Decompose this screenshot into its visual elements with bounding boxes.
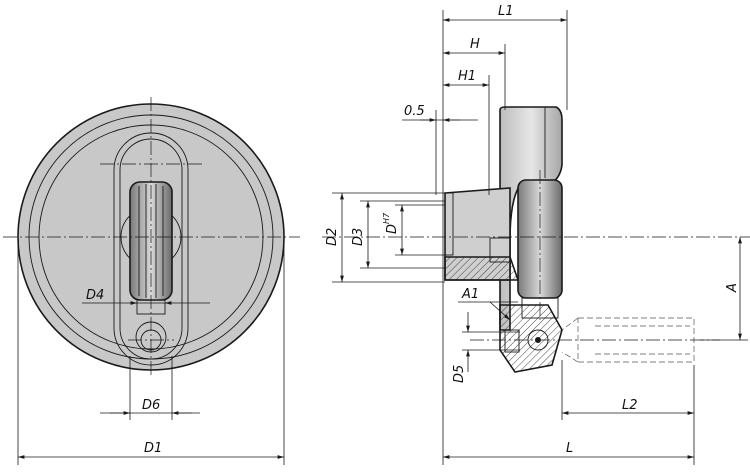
label-D: D xyxy=(385,224,400,234)
label-D2: D2 xyxy=(325,228,340,246)
front-view: D4 D6 D1 xyxy=(3,97,300,465)
label-D1: D1 xyxy=(144,441,162,456)
label-D4: D4 xyxy=(86,288,104,303)
label-L1: L1 xyxy=(498,4,514,19)
label-D3: D3 xyxy=(351,228,366,246)
pivot-section xyxy=(499,304,563,373)
label-H: H xyxy=(470,37,480,52)
label-gap: 0.5 xyxy=(404,104,425,119)
label-H7: H7 xyxy=(382,212,391,224)
label-D5: D5 xyxy=(452,365,467,383)
side-view: L1 H H1 0.5 D2 D3 D H7 A1 xyxy=(322,4,750,465)
section-hatch xyxy=(444,256,520,281)
label-A: A xyxy=(725,283,740,293)
label-L: L xyxy=(566,441,573,456)
label-L2: L2 xyxy=(622,398,638,413)
handle-slot-inner xyxy=(119,138,183,360)
label-A1: A1 xyxy=(461,287,479,302)
label-H1: H1 xyxy=(458,69,476,84)
label-D6: D6 xyxy=(142,398,160,413)
